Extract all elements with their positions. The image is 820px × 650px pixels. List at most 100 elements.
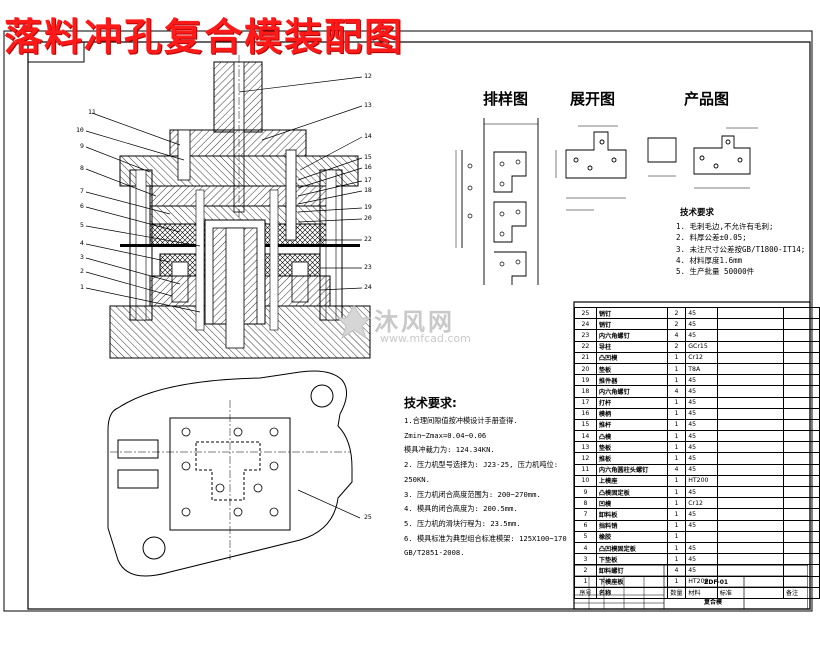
bom-cell-no: 10	[574, 474, 597, 488]
bom-cell-name: 推杆	[595, 418, 668, 432]
watermark-logo-icon	[336, 305, 372, 340]
bom-cell-remark	[782, 519, 820, 532]
bom-cell-remark	[782, 329, 820, 342]
bom-cell-std	[716, 418, 784, 432]
bom-cell-qty: 4	[666, 463, 687, 476]
bom-cell-qty: 2	[666, 340, 687, 353]
tech-item: 模具冲裁力为: 124.34KN.	[404, 445, 495, 455]
callout-20: 20	[364, 214, 372, 222]
corner-box	[27, 41, 85, 63]
callout-14: 14	[364, 132, 372, 140]
bom-cell-qty: 1	[666, 407, 687, 420]
bom-cell-qty: 1	[666, 530, 687, 543]
callout-11: 11	[88, 108, 96, 116]
bom-cell-name: 导柱	[595, 340, 668, 353]
bom-cell-remark	[782, 318, 820, 331]
note-item: 5. 生产批量 50000件	[676, 267, 755, 277]
bom-cell-name: 凸凹模	[595, 351, 668, 364]
tech-requirements: 技术要求: 1.合理间隙值按冲模设计手册查得. Zmin~Zmax=0.04~0…	[404, 392, 579, 561]
tech-item: 6. 模具标准为典型组合标准模架: 125X100~170	[404, 533, 567, 543]
bom-cell-mat: 45	[685, 318, 718, 331]
bom-cell-qty: 1	[666, 362, 687, 376]
product-view	[647, 127, 758, 189]
bom-cell-name: 卸料板	[595, 508, 668, 521]
bom-cell-mat: 45	[685, 396, 718, 409]
bom-cell-qty: 4	[666, 329, 687, 342]
bom-cell-remark	[782, 452, 820, 465]
bom-cell-std	[716, 508, 784, 521]
bom-cell-name: 凹模	[595, 497, 668, 510]
bom-cell-std	[716, 463, 784, 476]
bom-cell-std	[716, 497, 784, 510]
bom-cell-name: 垫板	[595, 441, 668, 454]
bom-cell-mat: 45	[685, 508, 718, 521]
bom-cell-mat: 45	[685, 374, 718, 387]
note-item: 2. 料厚公差±0.05;	[676, 233, 747, 243]
bom-cell-remark	[782, 351, 820, 364]
bom-cell-qty: 1	[666, 541, 687, 555]
bom-cell-std	[716, 306, 784, 320]
bom-cell-remark	[782, 362, 820, 376]
bom-cell-no: 23	[574, 329, 597, 342]
label-product: 产品图	[684, 90, 730, 108]
bom-cell-std	[716, 553, 784, 566]
bom-cell-mat: 45	[685, 430, 718, 443]
bom-cell-no: 4	[574, 541, 597, 555]
bom-cell-name: 内六角螺钉	[595, 329, 668, 342]
callout-1: 1	[80, 283, 84, 291]
bom-cell-std	[716, 474, 784, 488]
bom-cell-remark	[782, 485, 820, 499]
bom-cell-qty: 1	[666, 519, 687, 532]
bom-cell-std	[716, 385, 784, 398]
bom-cell-remark	[782, 541, 820, 555]
callout-12: 12	[364, 72, 372, 80]
bom-cell-no: 17	[574, 396, 597, 409]
bom-cell-mat: GCr15	[685, 340, 718, 353]
bom-cell-mat: HT200	[685, 474, 718, 488]
callout-3: 3	[80, 253, 84, 261]
bom-cell-remark	[782, 385, 820, 398]
bom-cell-remark	[782, 396, 820, 409]
bom-cell-mat: 45	[685, 407, 718, 420]
callout-24: 24	[364, 283, 372, 291]
unfold-view	[555, 125, 627, 211]
bom-cell-qty: 1	[666, 374, 687, 387]
bom-cell-name: 内六角螺钉	[595, 385, 668, 398]
callout-10: 10	[76, 126, 84, 134]
callout-7: 7	[80, 187, 84, 195]
bom-cell-no: 24	[574, 318, 597, 331]
assembly-section-view	[109, 55, 371, 359]
bom-cell-std	[716, 374, 784, 387]
bom-header-row: 序号名称数量材料标准备注	[574, 586, 820, 599]
note-item: 4. 材料厚度1.6mm	[676, 255, 743, 265]
bom-cell-qty: 1	[666, 418, 687, 432]
bom-cell-qty: 4	[666, 385, 687, 398]
callout-13: 13	[364, 101, 372, 109]
bom-cell-remark	[782, 497, 820, 510]
bom-cell-remark	[782, 508, 820, 521]
bom-cell-qty: 1	[666, 474, 687, 488]
tech-item: 1.合理间隙值按冲模设计手册查得. Zmin~Zmax=0.04~0.06	[404, 416, 518, 440]
bom-cell-mat: 45	[685, 418, 718, 432]
callout-8: 8	[80, 164, 84, 172]
bom-cell-mat: 45	[685, 385, 718, 398]
bom-cell-name: 橡胶	[595, 530, 668, 543]
bom-cell-name: 挡料销	[595, 519, 668, 532]
bom-cell-mat: 45	[685, 452, 718, 465]
bom-cell-name: 内六角圆柱头螺钉	[595, 463, 668, 476]
bom-cell-no: 6	[574, 519, 597, 532]
bom-cell-std	[716, 351, 784, 364]
